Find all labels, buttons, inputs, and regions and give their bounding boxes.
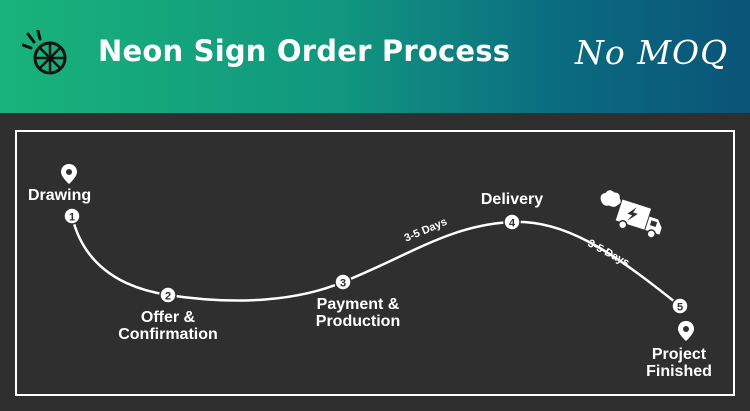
- step-marker-5: 5: [671, 297, 689, 315]
- duration-label: 3-5 Days: [586, 237, 632, 269]
- step-marker-1: 1: [63, 207, 81, 225]
- step-number: 4: [509, 218, 516, 230]
- step-marker-2: 2: [159, 286, 177, 304]
- step-label-drawing: Drawing: [28, 187, 92, 204]
- step-label-payment: Payment & Production: [315, 296, 401, 330]
- page-title: Neon Sign Order Process: [98, 34, 511, 68]
- step-label-delivery: Delivery: [480, 191, 544, 208]
- no-moq-tagline: No MOQ: [575, 33, 729, 72]
- process-panel: [15, 130, 735, 396]
- step-label-offer: Offer & Confirmation: [118, 309, 218, 343]
- header-banner: Neon Sign Order Process No MOQ: [0, 0, 750, 113]
- delivery-truck-icon: [600, 190, 662, 239]
- map-pin-icon: [678, 321, 694, 341]
- step-marker-3: 3: [334, 273, 352, 291]
- map-pin-icon: [61, 164, 77, 184]
- step-label-finished: Project Finished: [646, 346, 712, 380]
- step-number: 3: [340, 278, 346, 290]
- step-number: 2: [165, 291, 171, 303]
- step-marker-4: 4: [503, 213, 521, 231]
- duration-label: 3-5 Days: [403, 216, 449, 245]
- citrus-slice-icon: [22, 30, 67, 75]
- step-number: 5: [677, 302, 683, 314]
- step-number: 1: [69, 212, 75, 224]
